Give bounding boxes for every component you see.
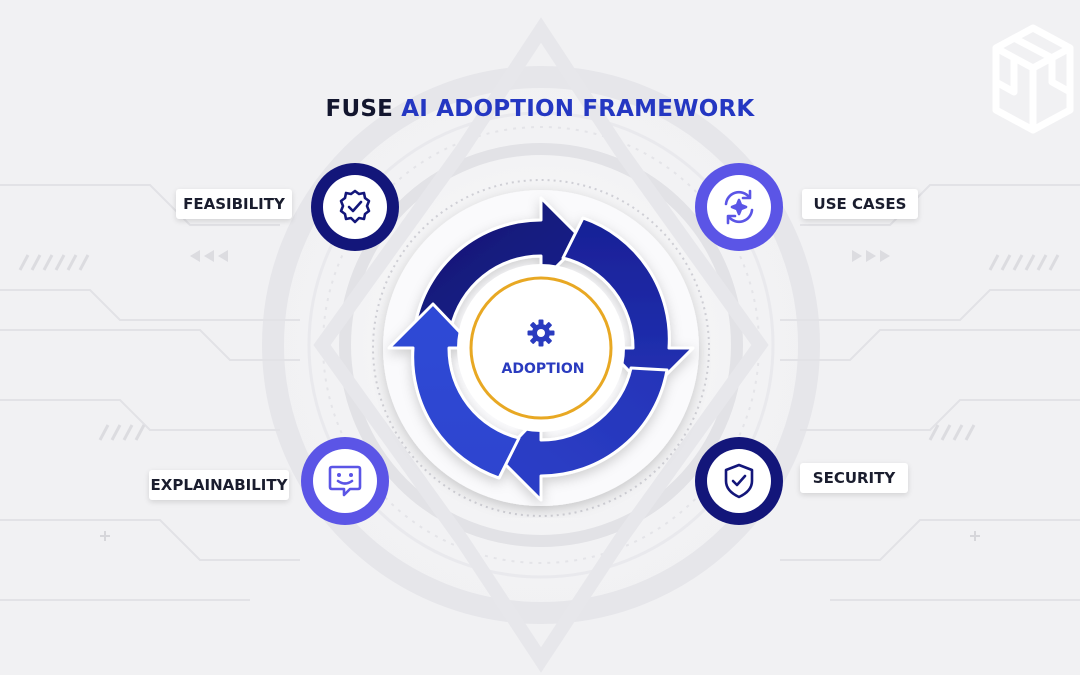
refresh-sparkle-icon xyxy=(724,189,754,225)
feasibility-label: FEASIBILITY xyxy=(176,189,292,219)
cycle-arrow-bottom xyxy=(497,366,669,502)
title-highlight: AI ADOPTION FRAMEWORK xyxy=(401,96,755,122)
gear-icon xyxy=(527,319,555,347)
security-label: SECURITY xyxy=(800,463,908,493)
feasibility-node xyxy=(311,163,399,251)
cycle-arrow-top xyxy=(413,196,585,330)
cycle-arrow-right xyxy=(561,216,695,394)
explainability-node xyxy=(301,437,389,525)
use-cases-node xyxy=(695,163,783,251)
cube-logo xyxy=(992,24,1074,134)
verified-badge-icon xyxy=(339,189,371,224)
cycle-arrow-left xyxy=(387,302,521,480)
adoption-cycle xyxy=(372,179,710,517)
use-cases-label: USE CASES xyxy=(802,189,918,219)
title-prefix: FUSE xyxy=(325,96,394,122)
chat-smiley-icon xyxy=(328,465,362,497)
security-node xyxy=(695,437,783,525)
center-ring xyxy=(469,276,613,420)
diagram-title: FUSE AI ADOPTION FRAMEWORK xyxy=(0,96,1080,122)
explainability-label: EXPLAINABILITY xyxy=(149,470,289,500)
center-label: ADOPTION xyxy=(501,361,585,377)
shield-check-icon xyxy=(724,463,754,499)
